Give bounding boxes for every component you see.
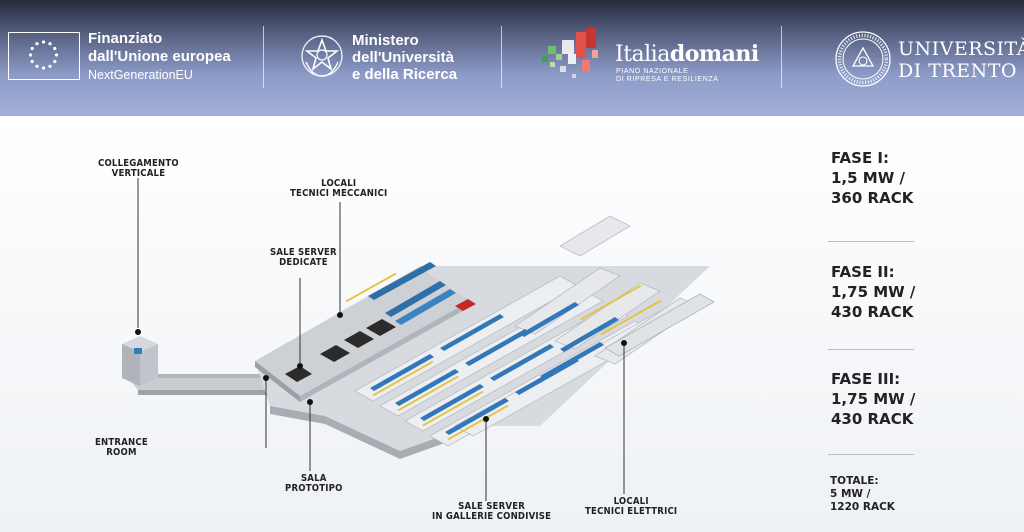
phase-racks: 360 RACK (831, 189, 914, 207)
phase-power: 1,5 MW / (831, 169, 905, 187)
label-locali-tecnici-meccanici: LOCALI TECNICI MECCANICI (290, 179, 387, 199)
italiadomani-name-bold: domani (669, 41, 759, 67)
phase-title: FASE I: (831, 149, 889, 167)
dedicated-server-wing (255, 262, 476, 402)
phase-3: FASE III: 1,75 MW / 430 RACK (831, 369, 915, 429)
label-line: TECNICI MECCANICI (290, 188, 388, 199)
eu-line-2: dall'Unione europea (88, 48, 231, 65)
label-line: SALE SERVER (270, 247, 337, 258)
label-line: LOCALI (321, 178, 357, 189)
header-divider (501, 26, 502, 88)
label-line: TECNICI ELETTRICI (585, 506, 678, 517)
phase-racks: 430 RACK (831, 303, 914, 321)
phase-divider (828, 349, 914, 350)
vertical-connection-shaft (122, 336, 158, 386)
university-seal-icon (834, 30, 892, 88)
phase-title: FASE III: (831, 370, 901, 388)
label-line: PROTOTIPO (285, 483, 343, 494)
italiadomani-sub-2: DI RIPRESA E RESILIENZA (616, 76, 719, 83)
total-racks: 1220 RACK (830, 501, 895, 513)
label-line: VERTICALE (111, 168, 166, 179)
isometric-floorplan (0, 116, 1024, 532)
label-line: DEDICATE (279, 257, 328, 268)
university-trento-logo: UNIVERSITÀ DI TRENTO (0, 22, 1024, 92)
callout-leader-lines (137, 178, 625, 501)
header-divider (263, 26, 264, 88)
label-line: ROOM (106, 447, 137, 458)
total-power: 5 MW / (830, 488, 871, 500)
label-locali-tecnici-elettrici: LOCALI TECNICI ELETTRICI (585, 497, 677, 517)
datacenter-floorplan-diagram: COLLEGAMENTO VERTICALE LOCALI TECNICI ME… (0, 116, 1024, 532)
label-line: COLLEGAMENTO (98, 158, 179, 169)
label-line: LOCALI (613, 496, 649, 507)
ministry-logo: Ministero dell'Università e della Ricerc… (0, 22, 480, 92)
phase-divider (828, 241, 914, 242)
italiadomani-wordmark: Italiadomani (615, 42, 759, 67)
university-line-1: UNIVERSITÀ (898, 38, 1024, 60)
phase-power: 1,75 MW / (831, 283, 916, 301)
label-collegamento-verticale: COLLEGAMENTO VERTICALE (98, 159, 179, 179)
phase-divider (828, 454, 914, 455)
label-sale-server-dedicate: SALE SERVER DEDICATE (270, 248, 337, 268)
eu-line-1: Finanziato (88, 30, 163, 47)
label-line: SALA (300, 473, 327, 484)
electrical-rooms (604, 293, 715, 357)
phase-power: 1,75 MW / (831, 390, 916, 408)
label-line: SALE SERVER (458, 501, 526, 512)
label-entrance-room: ENTRANCE ROOM (95, 438, 148, 458)
university-line-2: DI TRENTO (898, 60, 1018, 82)
total-title: TOTALE: (830, 475, 879, 487)
header-divider (781, 26, 782, 88)
eu-flag-icon (8, 32, 80, 80)
italiadomani-name-light: Italia (615, 42, 670, 67)
italian-republic-emblem-icon (300, 32, 344, 80)
phase-1: FASE I: 1,5 MW / 360 RACK (831, 148, 913, 208)
ministry-line-3: e della Ricerca (352, 66, 458, 83)
eu-line-3: NextGenerationEU (88, 68, 193, 82)
italiadomani-mosaic-icon (538, 26, 612, 92)
callout-markers (135, 312, 627, 422)
phase-racks: 430 RACK (831, 410, 914, 428)
total-summary: TOTALE: 5 MW / 1220 RACK (830, 475, 895, 514)
label-line: ENTRANCE (95, 437, 148, 448)
label-sala-prototipo: SALA PROTOTIPO (285, 474, 343, 494)
eu-funding-logo: Finanziato dall'Unione europea NextGener… (0, 22, 250, 92)
phase-title: FASE II: (831, 263, 895, 281)
partner-logo-banner: Finanziato dall'Unione europea NextGener… (0, 0, 1024, 116)
italiadomani-logo: Italiadomani PIANO NAZIONALE DI RIPRESA … (0, 22, 770, 92)
phase-2: FASE II: 1,75 MW / 430 RACK (831, 262, 915, 322)
label-line: IN GALLERIE CONDIVISE (432, 511, 552, 522)
ministry-line-2: dell'Università (352, 49, 454, 66)
ministry-line-1: Ministero (352, 32, 419, 49)
italiadomani-sub-1: PIANO NAZIONALE (616, 68, 689, 75)
label-sale-server-gallerie: SALE SERVER IN GALLERIE CONDIVISE (432, 502, 551, 522)
